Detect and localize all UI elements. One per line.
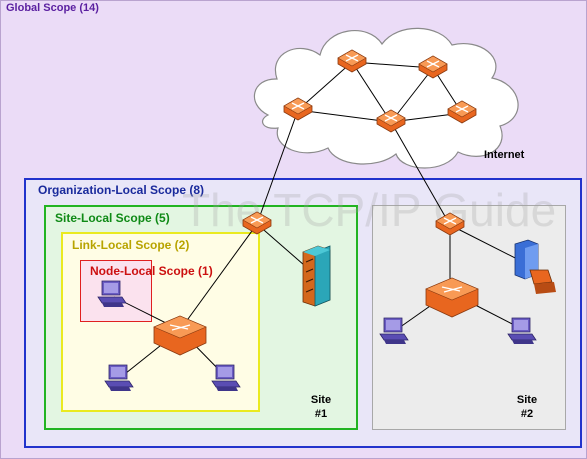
site-2-label: Site #2: [512, 393, 542, 421]
server-icon: [514, 239, 556, 294]
link-line: [449, 224, 528, 265]
watermark: The TCP/IP Guide: [182, 184, 557, 236]
site-1-label: Site #1: [306, 393, 336, 421]
organization-local-scope-label: Organization-Local Scope (8): [38, 183, 205, 197]
server-icon: [302, 245, 331, 307]
link-line: [390, 67, 434, 123]
link-line: [297, 61, 353, 111]
link-line: [351, 61, 392, 123]
site-1-number: #1: [314, 408, 328, 420]
link-line: [297, 109, 392, 123]
switch-icon: [425, 277, 479, 318]
link-local-scope-label: Link-Local Scope (2): [72, 238, 190, 252]
link-line: [256, 109, 299, 225]
node-local-scope-label: Node-Local Scope (1): [90, 264, 213, 278]
link-line: [179, 223, 258, 331]
site-2-name: Site: [516, 394, 538, 406]
site-2-number: #2: [520, 408, 534, 420]
site-1-name: Site: [310, 394, 332, 406]
global-scope-label: Global Scope (14): [6, 2, 99, 14]
node-local-scope-region: [80, 260, 152, 322]
link-line: [390, 121, 451, 226]
switch-icon: [153, 315, 207, 356]
site-local-scope-label: Site-Local Scope (5): [55, 211, 170, 225]
internet-label: Internet: [484, 149, 525, 161]
